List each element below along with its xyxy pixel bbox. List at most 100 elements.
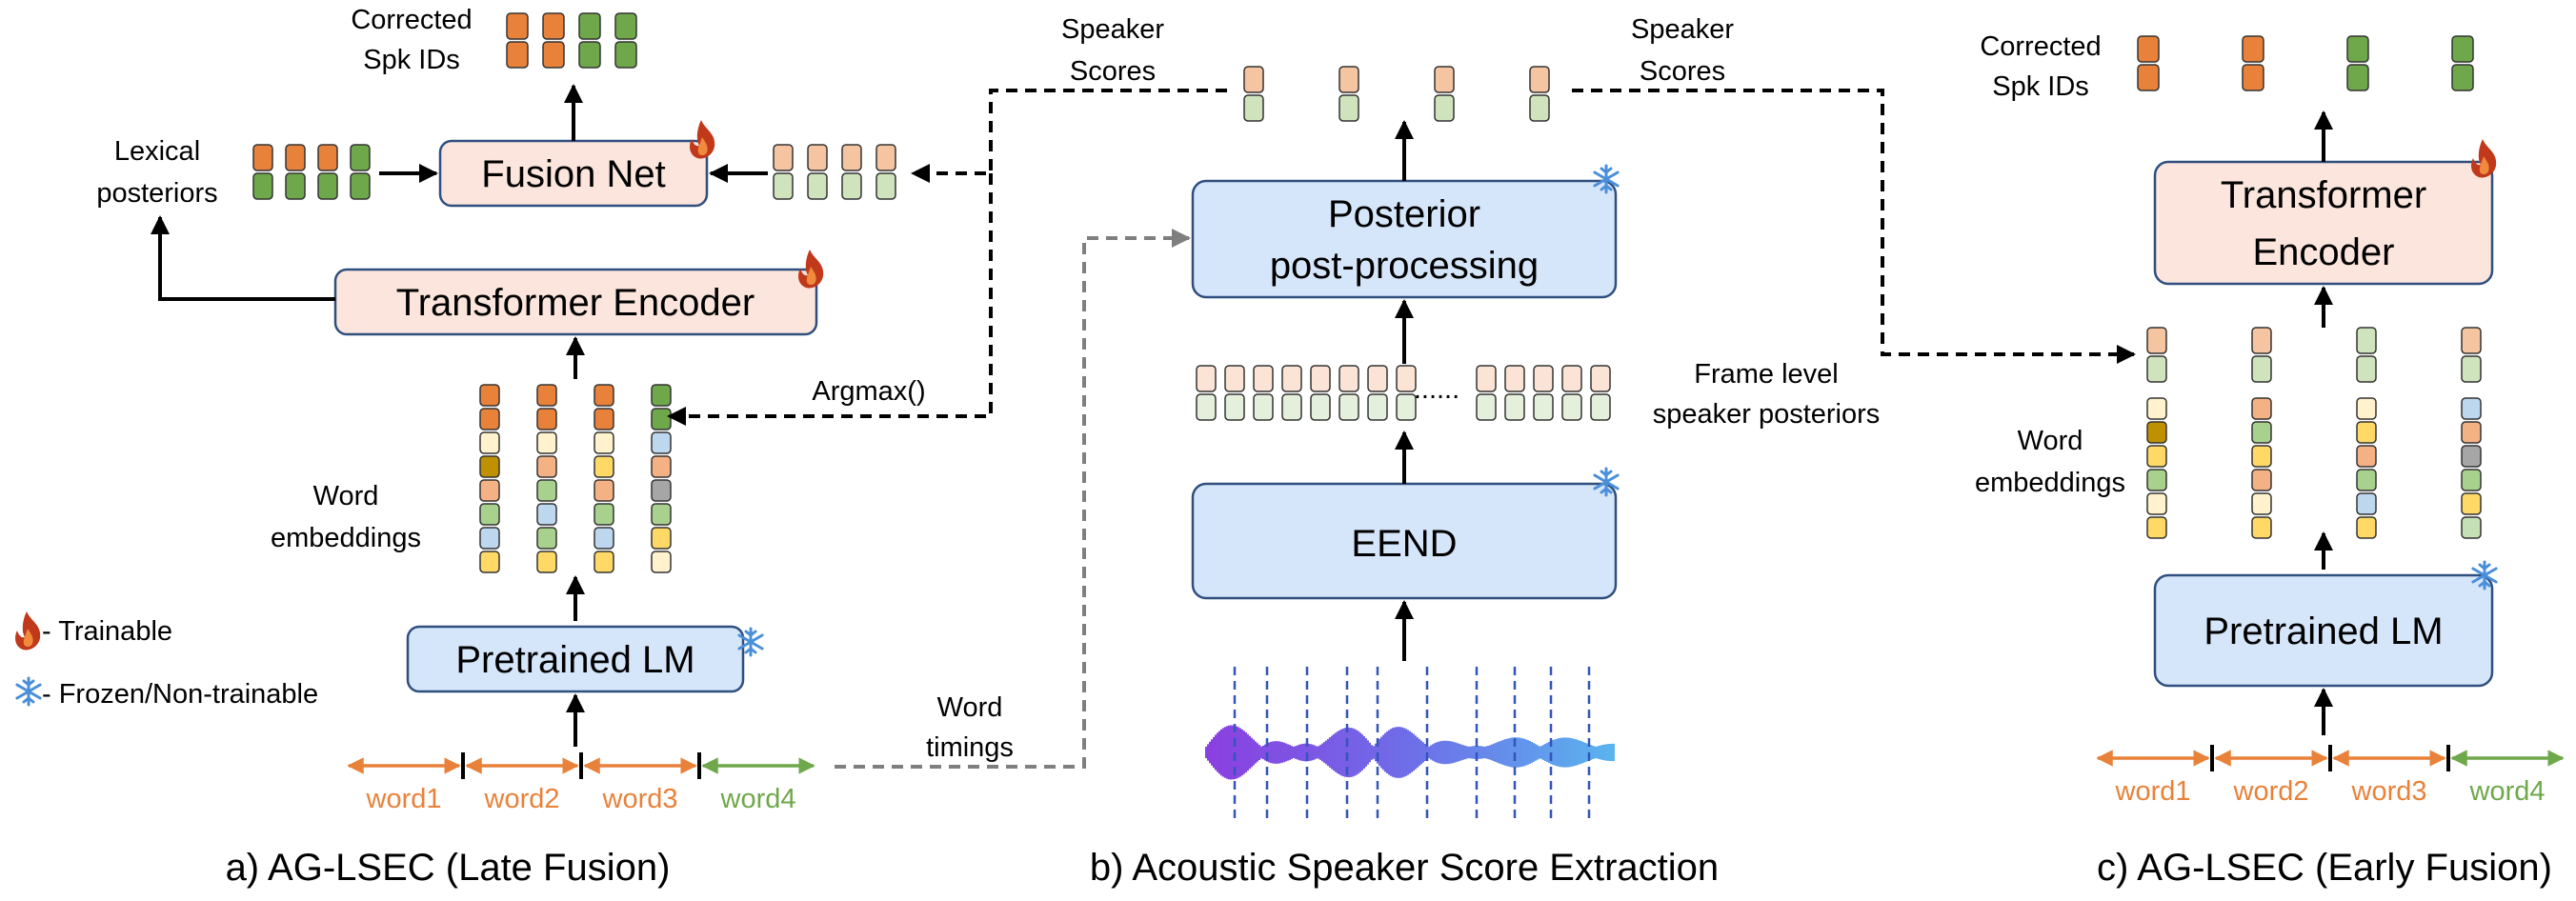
word-embeddings-label-c-2: embeddings [1975,468,2125,498]
embedding-stack-cell [479,527,500,550]
embedding-stack-cell [2251,445,2272,468]
corrected-spk-ids-a [506,12,637,69]
embedding-stack-cell [2251,516,2272,539]
embedding-stack-cell [479,408,500,430]
embedding-stack-cell [2461,397,2482,420]
embedding-stack-cell [2461,421,2482,444]
speaker-score-pair [841,144,862,200]
spk-id-pair-cell [2451,35,2474,63]
posterior-label-1: Posterior [1328,193,1480,235]
frame-posterior [1561,365,1582,421]
speaker-score-pair-cell [2146,355,2167,383]
legend-frozen: - Frozen/Non-trainable [42,679,318,710]
embedding-stack-cell [651,503,672,526]
spk-id-pair [506,12,529,69]
embedding-stack-cell [651,479,672,502]
frame-posterior-cell [1224,393,1245,421]
transformer-label-c-1: Transformer [2221,174,2426,216]
word-timings-label: Word [937,692,1003,723]
speaker-score-pair [1529,66,1550,122]
embedding-stack-cell [594,431,614,454]
speaker-scores-label-left-2: Scores [1070,56,1156,87]
spk-id-pair-cell [2346,64,2369,91]
spk-id-pair [2451,35,2474,91]
embedding-stack-cell [479,503,500,526]
lexical-posterior-pair-cell [252,172,273,200]
lexical-posterior-pair [285,144,306,200]
corrected-spk-ids-c [2137,35,2474,91]
frame-posterior [1396,365,1417,421]
embedding-stack-cell [536,384,557,407]
speaker-score-pair-cell [773,172,794,200]
speaker-score-pair [807,144,828,200]
frame-posterior-cell [1196,365,1217,392]
frame-posterior-cell [1196,393,1217,421]
frame-posterior-cell [1367,365,1388,392]
spk-id-pair-cell [2242,35,2264,63]
frame-posterior-cell [1533,365,1554,392]
frame-posterior-cell [1310,393,1331,421]
speaker-score-pair [2356,327,2377,383]
lexical-posterior-pair [350,144,371,200]
spk-id-pair-cell [614,12,637,40]
caption-c: c) AG-LSEC (Early Fusion) [2097,847,2552,889]
word-label: word3 [2351,776,2427,807]
word-label: word4 [720,784,796,814]
speaker-score-pair-cell [1434,94,1455,122]
embedding-stack-cell [2146,445,2167,468]
pretrained-lm-label-c: Pretrained LM [2204,611,2443,652]
embedding-stack-cell [2146,492,2167,515]
frame-posterior-cell [1590,365,1611,392]
embedding-stack-cell [594,503,614,526]
embedding-stack-cell [2146,421,2167,444]
speaker-score-pair-cell [2146,327,2167,354]
embedding-stack-cell [2356,445,2377,468]
speaker-score-pair-cell [1243,94,1264,122]
panel-c: Corrected Spk IDs Transformer Encoder Wo… [1975,31,2565,889]
audio-waveform [1205,667,1615,819]
word-embedding-stacks-a [479,384,672,573]
speaker-score-pair-cell [807,172,828,200]
speaker-scores-label-right-2: Scores [1640,56,1725,87]
speaker-score-pair-cell [1434,66,1455,93]
lexical-posterior-pair-cell [317,144,338,171]
embedding-stack [479,384,500,573]
lexical-posterior-pair-cell [350,172,371,200]
panel-b: Speaker Scores Speaker Scores Posterior … [835,14,2136,889]
frame-posterior [1253,365,1274,421]
speaker-score-pair [1243,66,1264,122]
speaker-scores-b [1243,66,1550,122]
embedding-stack-cell [2356,469,2377,491]
speaker-score-pair [875,144,896,200]
spk-id-pair [542,12,565,69]
embedding-stack-cell [2356,516,2377,539]
word-label: word4 [2469,776,2546,807]
pretrained-lm-box-c [2153,573,2494,688]
frame-level-posteriors [1196,365,1611,421]
frame-posterior [1504,365,1525,421]
speaker-score-pair-cell [2461,355,2482,383]
embedding-stack [594,384,614,573]
embedding-stack-cell [536,455,557,478]
frame-posterior-cell [1310,365,1331,392]
frame-ellipsis: ...... [1414,374,1459,405]
embedding-stack-cell [2146,469,2167,491]
frame-posterior-cell [1367,393,1388,421]
frame-posterior-cell [1338,393,1359,421]
embedding-stack-cell [2146,397,2167,420]
lexical-posterior-pair-cell [317,172,338,200]
corrected-spk-ids-label-a: Corrected [351,5,472,35]
flame-icon [2471,139,2497,178]
spk-id-pair-cell [614,41,637,69]
embedding-stack [2356,397,2377,539]
corrected-spk-ids-label-c-2: Spk IDs [1992,71,2089,102]
speaker-score-pair-cell [2461,327,2482,354]
spk-id-pair [2346,35,2369,91]
frame-posterior-cell [1338,365,1359,392]
spk-id-pair-cell [578,12,601,40]
spk-id-pair [2242,35,2264,91]
frame-level-label: Frame level [1694,359,1839,390]
speaker-score-pair-cell [1338,66,1359,93]
frame-posterior-cell [1281,365,1302,392]
